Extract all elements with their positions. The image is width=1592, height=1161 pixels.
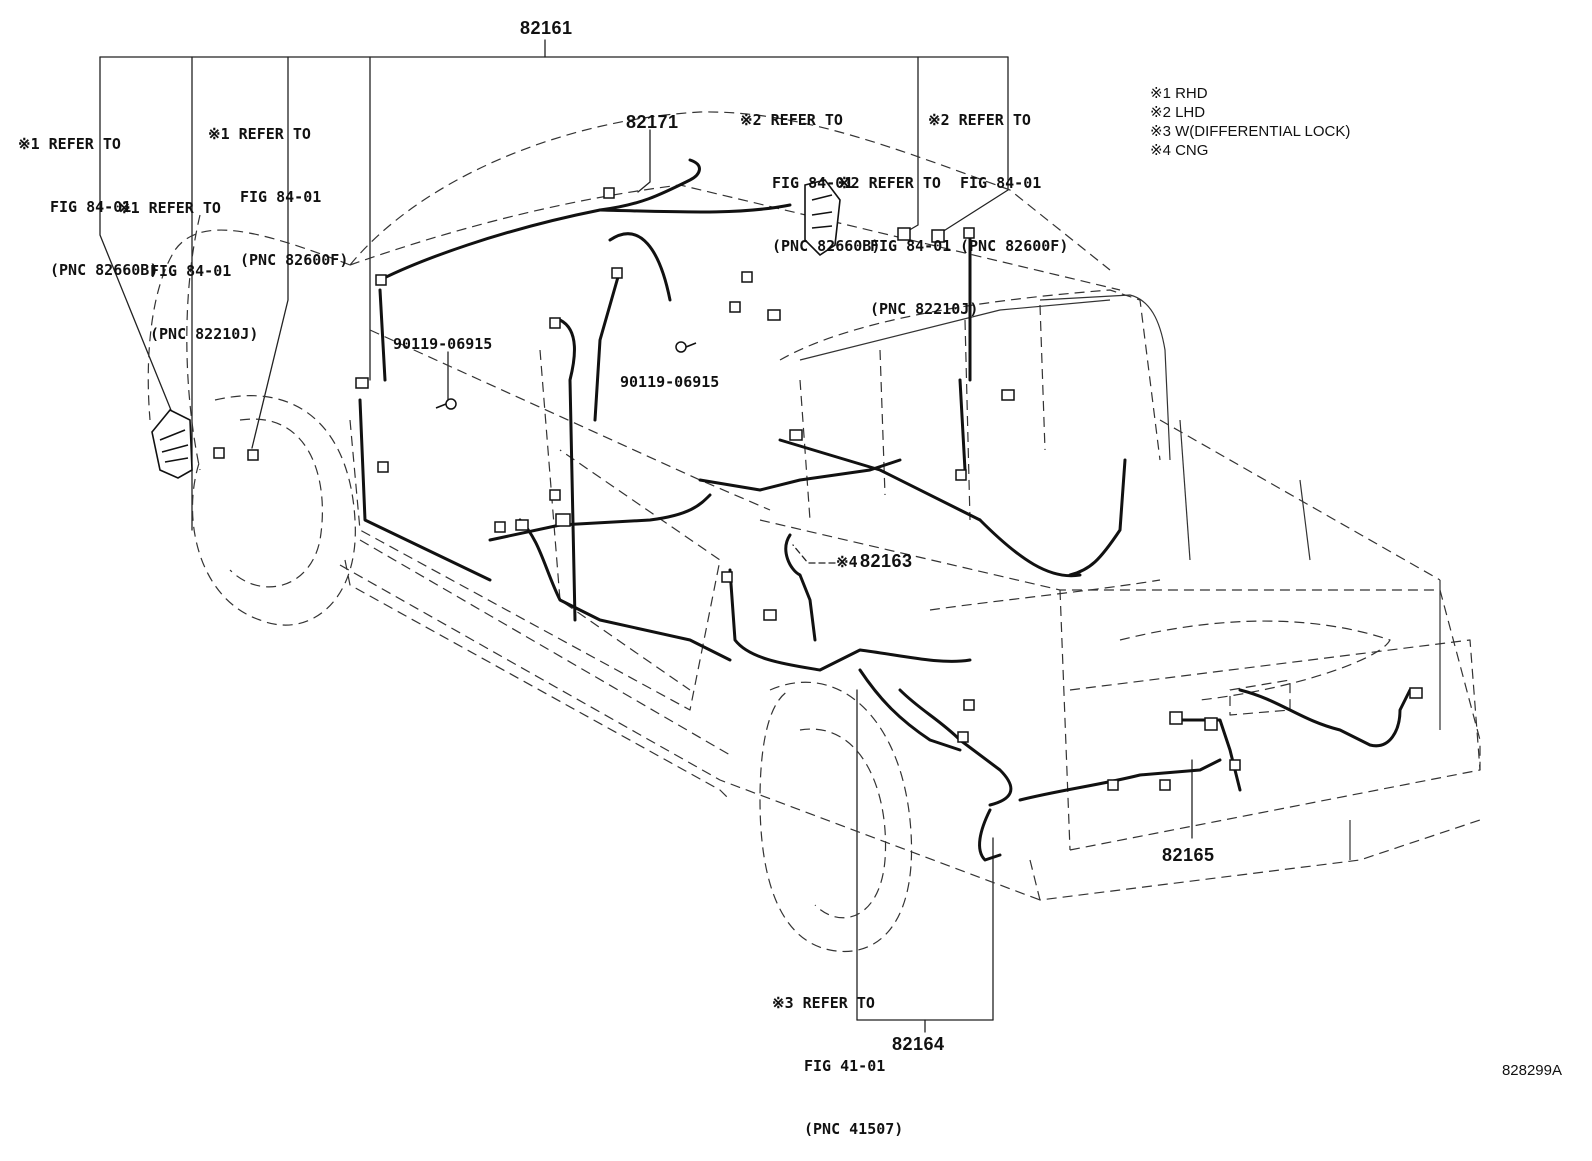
connectors — [213, 187, 1423, 791]
wiring-harness — [358, 158, 1412, 862]
reference-note-rhd-82210j: ※1 REFER TO FIG 84-01 (PNC 82210J) — [118, 199, 259, 343]
reference-note-lhd-82660b: ※2 REFER TO FIG 84-01 (PNC 82660B) — [740, 111, 881, 255]
part-number-82171: 82171 — [626, 112, 679, 132]
leader-82164 — [856, 689, 994, 1033]
bolt-part-number-center: 90119-06915 — [620, 373, 720, 391]
leader-82161 — [99, 39, 1009, 531]
legend-item-lhd: ※2 LHD — [1150, 104, 1206, 121]
part-number-82165: 82165 — [1162, 845, 1215, 865]
legend-item-rhd: ※1 RHD — [1150, 85, 1208, 102]
part-number-82161: 82161 — [520, 18, 573, 38]
control-units — [151, 179, 841, 479]
cng-mark: ※4 — [836, 553, 858, 571]
leader-82163 — [792, 544, 836, 564]
bolt-part-number-left: 90119-06915 — [393, 335, 493, 353]
reference-note-lhd-82600f: ※2 REFER TO FIG 84-01 (PNC 82600F) — [928, 111, 1069, 255]
legend: ※1 RHD ※2 LHD ※3 W(DIFFERENTIAL LOCK) ※4… — [1150, 84, 1350, 160]
leader-82171 — [637, 129, 651, 193]
reference-note-rhd-82600f: ※1 REFER TO FIG 84-01 (PNC 82600F) — [208, 125, 349, 269]
reference-note-lhd-82210j: ※2 REFER TO FIG 84-01 (PNC 82210J) — [838, 174, 979, 318]
truck-wiring-diagram — [99, 39, 1481, 1033]
reference-note-diff-lock-41507: ※3 REFER TO FIG 41-01 (PNC 41507) — [772, 994, 904, 1138]
diagram-code: 828299A — [1501, 1062, 1562, 1079]
legend-item-cng: ※4 CNG — [1150, 142, 1209, 159]
truck-body-outline — [147, 111, 1481, 952]
bolts — [435, 341, 697, 410]
part-number-82164: 82164 — [892, 1034, 945, 1054]
legend-item-diff-lock: ※3 W(DIFFERENTIAL LOCK) — [1150, 123, 1351, 140]
reference-note-rhd-82660b: ※1 REFER TO FIG 84-01 (PNC 82660B) — [18, 135, 159, 279]
part-number-82163: 82163 — [860, 551, 913, 571]
